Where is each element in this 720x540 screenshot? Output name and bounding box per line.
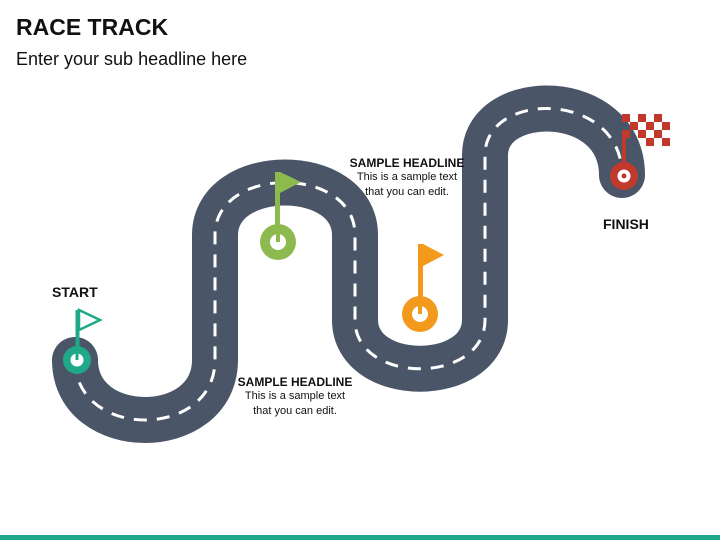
note-text-line: This is a sample text (356, 171, 458, 183)
marker-3-flag-pole (418, 244, 423, 314)
marker-2-flag-pole (275, 172, 280, 242)
marker-2 (260, 172, 301, 260)
finish-flag-pole (622, 138, 626, 176)
sample-headline-top: SAMPLE HEADLINE This is a sample text th… (332, 156, 482, 200)
note-heading: SAMPLE HEADLINE (349, 156, 465, 170)
bottom-accent-bar (0, 535, 720, 540)
note-text-line: that you can edit. (365, 186, 449, 198)
note-heading: SAMPLE HEADLINE (237, 375, 353, 389)
note-text-line: This is a sample text (244, 390, 346, 402)
start-label: START (52, 284, 98, 300)
finish-marker (610, 114, 670, 190)
marker-2-flag-icon (280, 172, 301, 193)
page-title: RACE TRACK (16, 14, 169, 40)
page-subtitle: Enter your sub headline here (16, 49, 248, 69)
marker-3 (402, 244, 444, 332)
finish-label: FINISH (603, 216, 649, 232)
note-text-line: that you can edit. (253, 405, 337, 417)
checkered-flag-icon (622, 114, 670, 146)
start-flag-pole (75, 310, 80, 360)
track-lane-dashes (73, 107, 624, 422)
marker-3-flag-icon (423, 244, 444, 266)
sample-headline-bottom: SAMPLE HEADLINE This is a sample text th… (220, 375, 370, 419)
start-flag-icon (77, 308, 103, 332)
start-marker (63, 308, 103, 374)
